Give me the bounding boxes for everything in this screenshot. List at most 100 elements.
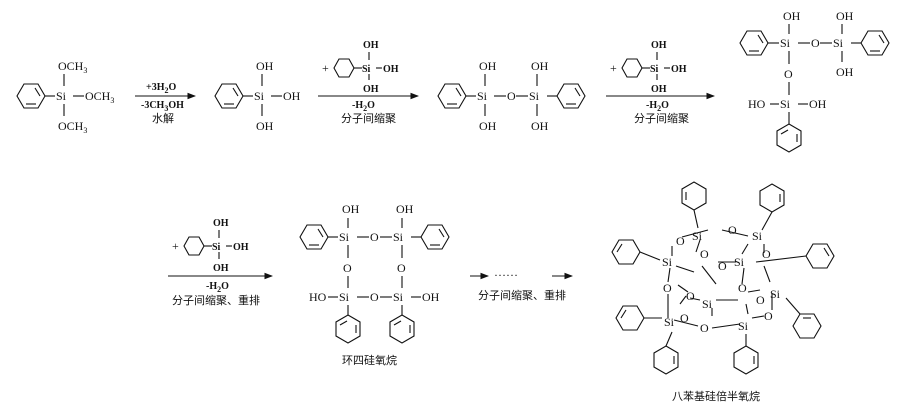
- phenylsilanetriol: Si OH OH OH: [214, 59, 301, 133]
- si-atom: Si: [702, 297, 713, 311]
- hydroxyl-label: OH: [256, 59, 274, 73]
- si-atom: Si: [662, 255, 673, 269]
- si-atom: Si: [339, 230, 350, 244]
- si-atom: Si: [254, 89, 265, 103]
- si-atom: Si: [339, 290, 350, 304]
- cage-oxygen: O: [663, 281, 672, 295]
- phenyl-ring: [805, 243, 835, 269]
- condensation-rearrange-label: 分子间缩聚、重排: [478, 288, 566, 302]
- ring-oxygen: O: [370, 290, 379, 304]
- si-atom: Si: [650, 64, 659, 75]
- hydroxyl-label: OH: [233, 242, 249, 253]
- phenyl-ring: [389, 314, 415, 344]
- si-atom: Si: [692, 229, 703, 243]
- hydrolysis-arrow: +3H2O -3CH3OH 水解: [135, 82, 197, 125]
- water-added-label: +3H2O: [146, 82, 176, 95]
- phenyl-ring: [16, 83, 46, 109]
- phenyl-ring: [420, 224, 450, 250]
- octaphenyl-silsesquioxane-cage: Si Si Si Si Si Si Si Si O O O O O O O O …: [611, 181, 835, 403]
- plus-sign: +: [172, 239, 179, 253]
- condensation-label: 分子间缩聚: [634, 112, 689, 125]
- disiloxane-dimer: Si OH OH O Si OH OH: [437, 59, 586, 133]
- cyclotetrasiloxane: Si OH O Si OH O O HO Si O Si OH: [299, 202, 450, 367]
- hydroxyl-label: OH: [213, 218, 229, 229]
- cage-oxygen: O: [738, 281, 747, 295]
- reagent-phenylsilanetriol: Si OH OH OH: [333, 40, 399, 95]
- hydroxyl-label: OH: [651, 84, 667, 95]
- cage-oxygen: O: [728, 223, 737, 237]
- water-loss-label: -H2O: [352, 100, 375, 113]
- condensation-arrow-3: + Si OH OH OH -H2O 分子间缩聚、重排: [168, 218, 274, 307]
- bridging-oxygen: O: [507, 89, 516, 103]
- cage-oxygen: O: [680, 311, 689, 325]
- phenyl-ring: [335, 314, 361, 344]
- plus-sign: +: [322, 61, 329, 75]
- si-atom: Si: [780, 97, 791, 111]
- phenyl-ring: [437, 83, 467, 109]
- bridging-oxygen: O: [811, 36, 820, 50]
- hydroxyl-label: OH: [479, 119, 497, 133]
- si-atom: Si: [529, 89, 540, 103]
- cage-oxygen: O: [676, 234, 685, 248]
- hydroxyl-label: OH: [651, 40, 667, 51]
- si-atom: Si: [833, 36, 844, 50]
- phenyl-ring: [776, 123, 802, 153]
- bridging-oxygen: O: [784, 67, 793, 81]
- si-atom: Si: [393, 230, 404, 244]
- ring-oxygen: O: [397, 261, 406, 275]
- phenyl-ring: [299, 224, 329, 250]
- phenyl-ring: [681, 181, 707, 211]
- phenyl-ring: [759, 183, 785, 213]
- condensation-arrow-2: + Si OH OH OH -H2O 分子间缩聚: [606, 40, 716, 125]
- hydroxyl-label: OH: [396, 202, 414, 216]
- hydroxyl-label: OH: [531, 59, 549, 73]
- hydroxyl-label: OH: [283, 89, 301, 103]
- hydroxyl-label: OH: [531, 119, 549, 133]
- si-atom: Si: [770, 287, 781, 301]
- hydroxyl-label: OH: [256, 119, 274, 133]
- phenyl-ring: [653, 345, 679, 375]
- phenyl-ring: [792, 313, 822, 339]
- hydroxyl-label: OH: [809, 97, 827, 111]
- condensation-rearrange-label: 分子间缩聚、重排: [172, 293, 260, 307]
- reagent-phenylsilanetriol: Si OH OH OH: [183, 218, 249, 274]
- cage-oxygen: O: [686, 289, 695, 303]
- ellipsis: ……: [494, 265, 518, 279]
- hydroxyl-label: HO: [309, 290, 327, 304]
- cage-oxygen: O: [762, 247, 771, 261]
- water-loss-label: -H2O: [206, 281, 229, 294]
- si-atom: Si: [477, 89, 488, 103]
- phenyl-ring: [860, 30, 890, 56]
- cage-oxygen: O: [718, 259, 727, 273]
- phenyltrimethoxysilane: Si OCH3 OCH3 OCH3: [16, 59, 114, 135]
- methoxy-label: OCH3: [58, 59, 87, 75]
- cage-oxygen: O: [700, 321, 709, 335]
- methoxy-label: OCH3: [85, 89, 114, 105]
- si-atom: Si: [212, 242, 221, 253]
- hydroxyl-label: HO: [748, 97, 766, 111]
- hydroxyl-label: OH: [671, 64, 687, 75]
- hydroxyl-label: OH: [363, 40, 379, 51]
- ring-oxygen: O: [343, 261, 352, 275]
- cage-framework: [667, 229, 773, 329]
- reagent-phenylsilanetriol: Si OH OH OH: [621, 40, 687, 95]
- si-atom: Si: [738, 319, 749, 333]
- si-atom: Si: [734, 255, 745, 269]
- si-atom: Si: [664, 315, 675, 329]
- methoxy-label: OCH3: [58, 119, 87, 135]
- si-atom: Si: [56, 89, 67, 103]
- hydroxyl-label: OH: [479, 59, 497, 73]
- methanol-removed-label: -3CH3OH: [141, 100, 184, 113]
- cage-oxygen: O: [756, 293, 765, 307]
- ring-oxygen: O: [370, 230, 379, 244]
- hydroxyl-label: OH: [363, 84, 379, 95]
- condensation-label: 分子间缩聚: [341, 112, 396, 125]
- si-atom: Si: [752, 229, 763, 243]
- hydroxyl-label: OH: [213, 263, 229, 274]
- si-atom: Si: [393, 290, 404, 304]
- cage-oxygen: O: [700, 247, 709, 261]
- si-atom: Si: [362, 64, 371, 75]
- hydroxyl-label: OH: [836, 9, 854, 23]
- water-loss-label: -H2O: [646, 100, 669, 113]
- phenyl-ring: [739, 30, 769, 56]
